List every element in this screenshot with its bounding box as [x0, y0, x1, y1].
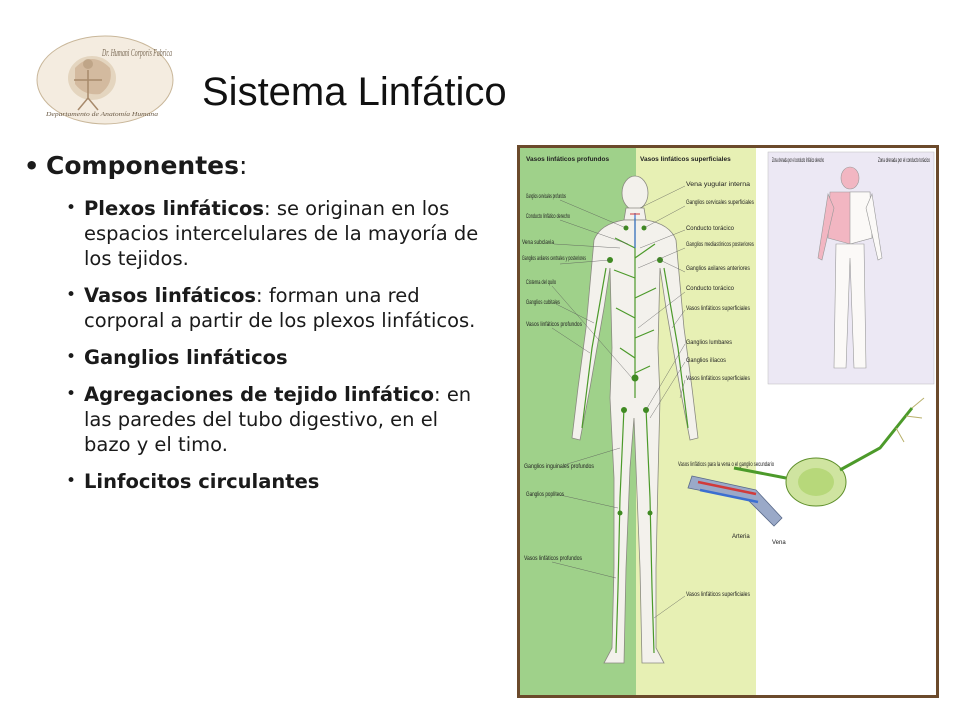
label-lumbar-nodes: Ganglios lumbares — [686, 340, 732, 346]
bullet-icon: • — [66, 285, 77, 305]
item-term: Linfocitos circulantes — [84, 470, 320, 493]
label-deep-vessels-leg: Vasos linfáticos profundos — [524, 556, 582, 562]
label-artery: Arteria — [732, 534, 750, 540]
bullet-icon: • — [66, 347, 77, 367]
label-superficial-vessels-2: Vasos linfáticos superficiales — [686, 376, 750, 382]
node-detail: Arteria Vena — [687, 397, 925, 546]
item-term: Ganglios linfáticos — [84, 346, 288, 369]
label-thoracic-duct-1: Conducto torácico — [686, 226, 735, 232]
label-deep-cervical: Ganglios cervicales profundos — [526, 194, 566, 200]
list-item: • Plexos linfáticos: se originan en los … — [66, 196, 484, 271]
lymph-vessels — [581, 218, 689, 654]
label-superficial-vessels-3: Vasos linfáticos superficiales — [686, 592, 750, 598]
bullet-icon: • — [66, 471, 77, 491]
item-term: Agregaciones de tejido linfático — [84, 383, 435, 406]
label-mediastinal-nodes: Ganglios mediastínicos posteriores — [686, 242, 754, 248]
logo-text: Dr. Humani Corporis Fabrica — [101, 47, 172, 59]
heading-colon: : — [238, 151, 248, 180]
item-term: Plexos linfáticos — [84, 197, 265, 220]
header-deep: Vasos linfáticos profundos — [526, 156, 609, 163]
label-axillary-central: Ganglios axilares centrales y posteriore… — [522, 256, 586, 262]
label-thoracic-duct-2: Conducto torácico — [686, 286, 735, 292]
bullet-icon: • — [66, 384, 77, 404]
bullet-heading: • Componentes: — [24, 150, 484, 182]
slide-title: Sistema Linfático — [202, 70, 507, 114]
bullet-icon: • — [66, 198, 77, 218]
label-deep-inguinal: Ganglios inguinales profundos — [524, 464, 594, 470]
item-text: : forman una red corporal a partir de lo… — [84, 284, 476, 332]
bullet-list: • Componentes: • Plexos linfáticos: se o… — [24, 150, 484, 506]
label-vein: Vena — [772, 540, 786, 546]
label-cisterna-chyli: Cisterna del quilo — [526, 280, 556, 286]
department-logo: Dr. Humani Corporis Fabrica Departamento… — [30, 28, 180, 128]
label-right-duct: Conducto linfático derecho — [526, 214, 570, 220]
label-popliteal-nodes: Ganglios poplíteos — [526, 492, 564, 498]
inset-label-thoracic-duct: Zona drenada por el conducto torácico — [878, 158, 930, 164]
label-iliac-nodes: Ganglios ilíacos — [686, 358, 726, 364]
label-deep-vessels-arm: Vasos linfáticos profundos — [526, 322, 582, 328]
label-cubital-nodes: Ganglios cubitales — [526, 300, 560, 306]
label-axillary-anterior: Ganglios axilares anteriores — [686, 266, 750, 272]
list-item: • Ganglios linfáticos — [66, 345, 484, 370]
header-superficial: Vasos linfáticos superficiales — [640, 156, 731, 163]
inset-label-right-duct: Zona drenada por el conducto linfático d… — [772, 158, 824, 164]
list-item: • Vasos linfáticos: forman una red corpo… — [66, 283, 484, 333]
bullet-icon: • — [24, 152, 40, 180]
label-subclavian-vein: Vena subclavia — [522, 240, 555, 246]
label-superficial-vessels-1: Vasos linfáticos superficiales — [686, 306, 750, 312]
lymphatic-system-figure: Vasos linfáticos profundos Vasos linfáti… — [517, 145, 939, 698]
body-figure — [571, 175, 699, 664]
item-term: Vasos linfáticos — [84, 284, 257, 307]
heading-text: Componentes — [46, 151, 239, 180]
label-node-vessels: Vasos linfáticos para la vena o el gangl… — [678, 462, 774, 468]
list-item: • Linfocitos circulantes — [66, 469, 484, 494]
item-text: : en las paredes del tubo digestivo, en … — [84, 383, 472, 456]
list-item: • Agregaciones de tejido linfático: en l… — [66, 382, 484, 457]
inset-body — [817, 166, 883, 369]
item-text: : se originan en los espacios intercelul… — [84, 197, 479, 270]
label-internal-jugular: Vena yugular interna — [686, 182, 751, 188]
logo-subtext: Departamento de Anatomía Humana — [45, 111, 158, 118]
label-superficial-cervical: Ganglios cervicales superficiales — [686, 200, 754, 206]
